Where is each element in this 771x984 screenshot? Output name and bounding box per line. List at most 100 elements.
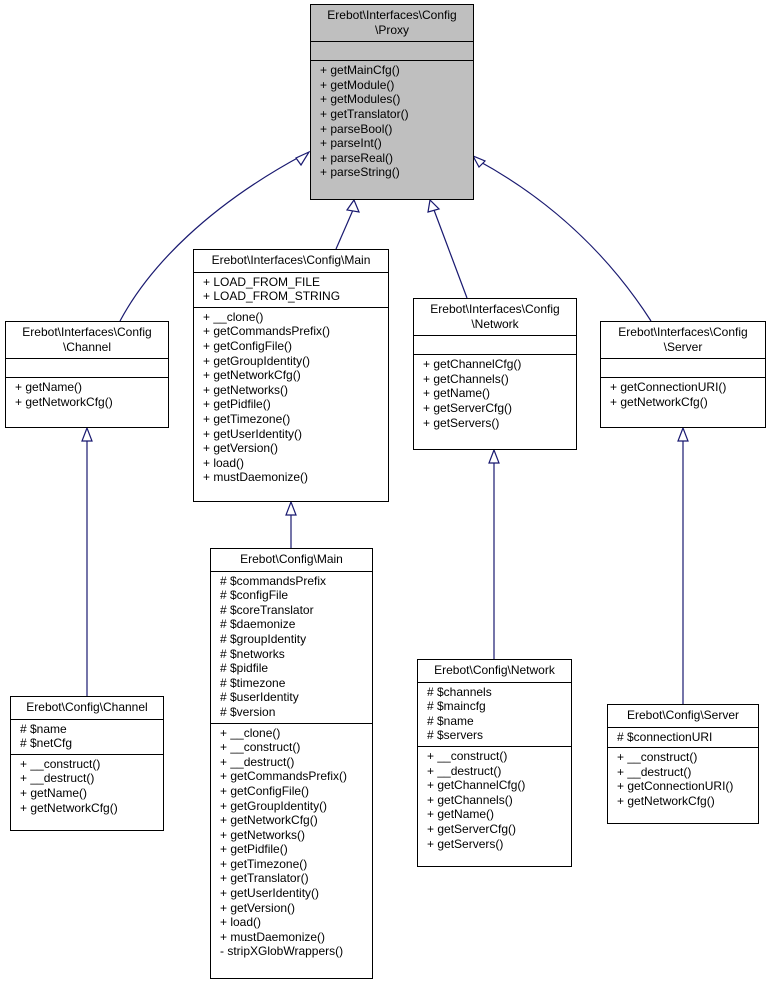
- method-item: + getCommandsPrefix(): [220, 769, 348, 784]
- method-item: + getServers(): [427, 836, 504, 851]
- method-item: + __construct(): [427, 748, 508, 763]
- class-attributes-compartment: + LOAD_FROM_FILE+ LOAD_FROM_STRING: [194, 271, 388, 307]
- method-item: + __construct(): [220, 740, 301, 755]
- method-item: + getChannelCfg(): [427, 778, 526, 793]
- class-title-compartment: Erebot\Config\Network: [418, 660, 571, 682]
- class-methods-compartment: + getChannelCfg()+ getChannels()+ getNam…: [414, 354, 576, 433]
- method-item: - stripXGlobWrappers(): [220, 944, 344, 959]
- method-item: + getName(): [423, 386, 491, 401]
- class-title-compartment: Erebot\Interfaces\Config\Proxy: [311, 5, 473, 41]
- class-methods-compartment: + getName()+ getNetworkCfg(): [6, 377, 168, 412]
- class-node-config-main[interactable]: Erebot\Config\Main # $commandsPrefix # $co…: [210, 548, 373, 979]
- class-methods-compartment: + __construct()+ __destruct()+ getChanne…: [418, 745, 571, 854]
- class-title-compartment: Erebot\Config\Channel: [11, 697, 163, 719]
- class-title-compartment: Erebot\Config\Server: [608, 705, 758, 727]
- method-item: + getMainCfg(): [320, 63, 400, 78]
- class-attributes-compartment: # $name# $netCfg: [11, 718, 163, 754]
- edge-network-to-proxy: [433, 209, 468, 299]
- class-name-line: Erebot\Interfaces\Config: [430, 302, 560, 316]
- class-name-line: Erebot\Config\Main: [240, 552, 343, 566]
- method-item: + getName(): [20, 785, 88, 800]
- method-item: + getChannelCfg(): [423, 357, 522, 372]
- attribute-item: + LOAD_FROM_FILE: [203, 274, 321, 289]
- attribute-item: # $servers: [427, 728, 484, 743]
- method-item: + __clone(): [203, 309, 264, 324]
- method-item: + getTranslator(): [220, 871, 309, 886]
- class-node-interfaces-config-server[interactable]: Erebot\Interfaces\Config\Server + getConn…: [600, 321, 766, 428]
- method-item: + getNetworkCfg(): [617, 793, 715, 808]
- inherit-arrow-server: [471, 154, 487, 168]
- method-item: + getName(): [15, 380, 83, 395]
- attribute-item: # $commandsPrefix: [220, 573, 327, 588]
- method-item: + getNetworkCfg(): [20, 800, 118, 815]
- class-attributes-compartment: # $connectionURI: [608, 726, 758, 748]
- class-title-compartment: Erebot\Interfaces\Config\Main: [194, 250, 388, 272]
- class-node-config-channel[interactable]: Erebot\Config\Channel # $name# $netCfg+ _…: [10, 696, 164, 831]
- method-item: + __destruct(): [220, 754, 295, 769]
- inherit-arrow-config-network: [488, 448, 500, 464]
- attribute-item: # $groupIdentity: [220, 631, 307, 646]
- class-node-interfaces-config-proxy[interactable]: Erebot\Interfaces\Config\Proxy + getMainC…: [310, 4, 474, 200]
- method-item: + getNetworkCfg(): [610, 394, 708, 409]
- attribute-item: # $coreTranslator: [220, 602, 314, 617]
- class-attributes-compartment: # $channels# $maincfg# $name# $servers: [418, 681, 571, 746]
- class-node-interfaces-config-main[interactable]: Erebot\Interfaces\Config\Main + LOAD_FROM…: [193, 249, 389, 502]
- method-item: + getTimezone(): [220, 856, 308, 871]
- inherit-arrow-config-main: [285, 500, 297, 516]
- class-name-line: Erebot\Interfaces\Config: [618, 325, 748, 339]
- method-item: + getName(): [427, 807, 495, 822]
- edge-channel-to-proxy: [119, 154, 304, 322]
- attribute-item: # $networks: [220, 646, 285, 661]
- method-item: + getNetworks(): [220, 827, 306, 842]
- method-item: + load(): [203, 455, 245, 470]
- class-name-line: Erebot\Interfaces\Config: [22, 325, 152, 339]
- method-item: + getConnectionURI(): [617, 779, 734, 794]
- attribute-item: # $name: [20, 721, 67, 736]
- method-item: + getChannels(): [423, 371, 509, 386]
- class-methods-compartment: + __construct()+ __destruct()+ getName()…: [11, 753, 163, 818]
- class-name-line: Erebot\Interfaces\Config\Main: [211, 253, 371, 267]
- class-node-interfaces-config-network[interactable]: Erebot\Interfaces\Config\Network + getCha…: [413, 298, 577, 450]
- class-node-config-server[interactable]: Erebot\Config\Server# $connectionURI+ __…: [607, 704, 759, 824]
- method-item: + parseReal(): [320, 150, 394, 165]
- class-node-config-network[interactable]: Erebot\Config\Network# $channels# $mainc…: [417, 659, 572, 867]
- class-methods-compartment: + __clone()+ getCommandsPrefix()+ getCon…: [194, 306, 388, 488]
- method-item: + getUserIdentity(): [203, 426, 303, 441]
- inherit-arrow-main: [345, 198, 360, 213]
- class-title-compartment: Erebot\Interfaces\Config\Channel: [6, 322, 168, 358]
- class-methods-compartment: + getConnectionURI()+ getNetworkCfg(): [601, 377, 765, 412]
- attribute-item: # $userIdentity: [220, 690, 299, 705]
- method-item: + getTimezone(): [203, 411, 291, 426]
- attribute-item: # $pidfile: [220, 661, 269, 676]
- method-item: + getConnectionURI(): [610, 380, 727, 395]
- attribute-item: # $version: [220, 704, 276, 719]
- method-item: + getUserIdentity(): [220, 886, 320, 901]
- attribute-item: # $channels: [427, 684, 492, 699]
- attribute-item: + LOAD_FROM_STRING: [203, 289, 341, 304]
- method-item: + load(): [220, 915, 262, 930]
- inherit-arrow-channel: [295, 150, 311, 167]
- class-name-line: \Server: [663, 339, 703, 354]
- method-item: + getConfigFile(): [203, 338, 293, 353]
- inherit-arrow-config-server: [677, 426, 689, 442]
- edge-server-to-proxy: [476, 159, 652, 322]
- class-node-interfaces-config-channel[interactable]: Erebot\Interfaces\Config\Channel + getNam…: [5, 321, 169, 428]
- class-title-compartment: Erebot\Interfaces\Config\Network: [414, 299, 576, 335]
- method-item: + getModule(): [320, 77, 395, 92]
- method-item: + getVersion(): [220, 900, 296, 915]
- method-item: + __clone(): [220, 725, 281, 740]
- inherit-arrow-network: [427, 198, 441, 213]
- method-item: + parseInt(): [320, 136, 382, 151]
- class-name-line: Erebot\Interfaces\Config: [327, 8, 457, 22]
- method-item: + getPidfile(): [203, 397, 271, 412]
- method-item: + getPidfile(): [220, 842, 288, 857]
- edge-main-to-proxy: [335, 209, 354, 250]
- class-name-line: \Proxy: [374, 22, 409, 37]
- class-attributes-compartment: [311, 41, 473, 60]
- method-item: + getGroupIdentity(): [203, 353, 311, 368]
- class-name-line: Erebot\Config\Channel: [26, 700, 148, 714]
- class-name-line: \Network: [471, 316, 519, 331]
- class-attributes-compartment: [414, 335, 576, 354]
- class-name-line: \Channel: [62, 339, 112, 354]
